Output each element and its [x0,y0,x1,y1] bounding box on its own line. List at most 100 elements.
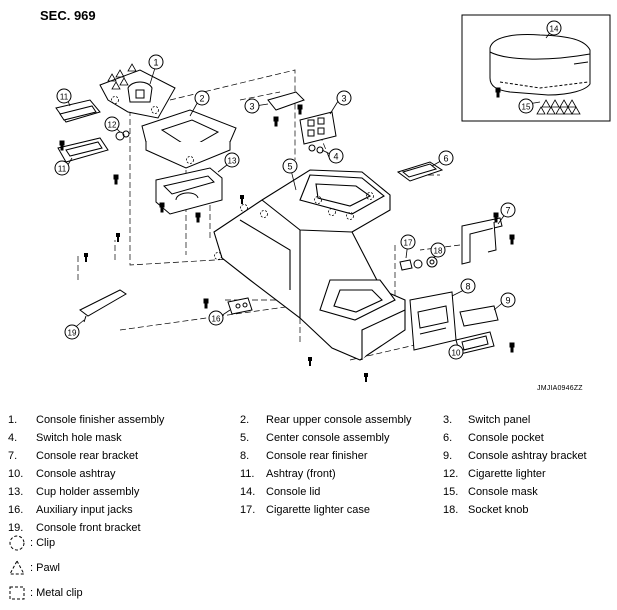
lighter-case [399,256,438,271]
cup-holder [155,167,223,223]
part-label: Console lid [266,486,321,498]
aux-input-jacks [203,297,253,315]
parts-legend: 1. Console finisher assembly 2. Rear upper … [0,410,617,610]
callout-label: 12 [108,121,117,130]
callout-9: 9 [500,292,516,308]
callout-5: 5 [282,158,298,174]
part-number: 17. [240,504,256,516]
callout-15: 15 [518,98,534,114]
symbol-metal-clip: : Metal clip [8,584,83,602]
part-number: 3. [443,414,453,426]
part-label: Ashtray (front) [266,468,336,480]
console-lid-inset [461,14,611,122]
part-label: Center console assembly [266,432,390,444]
part-number: 10. [8,468,24,480]
part-number: 13. [8,486,24,498]
console-ashtray [455,305,515,355]
part-label: Auxiliary input jacks [36,504,133,516]
part-number: 8. [240,450,250,462]
figure-code: JMJIA0946ZZ [537,385,583,392]
callout-8: 8 [460,278,476,294]
callout-11: 11 [56,88,72,104]
symbol-label: : Pawl [30,562,60,574]
part-label: Cup holder assembly [36,486,140,498]
part-number: 9. [443,450,453,462]
part-number: 16. [8,504,24,516]
part-label: Console rear finisher [266,450,368,462]
part-label: Console ashtray [36,468,116,480]
part-label: Rear upper console assembly [266,414,412,426]
callout-14: 14 [546,20,562,36]
symbol-label: : Metal clip [30,587,83,599]
part-number: 4. [8,432,18,444]
console-finisher [99,63,176,119]
metal-clip-icon [8,586,26,600]
callout-label: 15 [522,103,531,112]
callout-label: 16 [212,315,221,324]
rear-upper-console [141,109,237,169]
callout-3: 3 [336,90,352,106]
callout-label: 6 [443,154,448,164]
callout-2: 2 [194,90,210,106]
part-label: Switch hole mask [36,432,122,444]
part-number: 5. [240,432,250,444]
part-label: Console pocket [468,432,544,444]
callout-label: 9 [505,296,510,306]
part-label: Console finisher assembly [36,414,165,426]
callout-label: 7 [505,206,510,216]
part-label: Socket knob [468,504,529,516]
section-title: SEC. 969 [40,8,96,23]
callout-label: 10 [452,349,461,358]
callout-17: 17 [400,234,416,250]
callout-16: 16 [208,310,224,326]
part-label: Switch panel [468,414,531,426]
callout-1: 1 [148,54,164,70]
part-number: 2. [240,414,250,426]
callout-10: 10 [448,344,464,360]
callout-label: 13 [228,157,237,166]
callout-7: 7 [500,202,516,218]
callout-label: 3 [249,102,254,112]
part-number: 12. [443,468,459,480]
callout-label: 14 [550,25,559,34]
part-number: 18. [443,504,459,516]
symbol-label: : Clip [30,537,56,549]
callout-12: 12 [104,116,120,132]
ashtray-front [55,99,119,185]
part-number: 19. [8,522,24,534]
part-label: Console mask [468,486,538,498]
callout-label: 19 [68,329,77,338]
part-number: 1. [8,414,18,426]
callout-label: 1 [153,58,158,68]
callout-label: 18 [434,247,443,256]
switch-hole-mask [308,144,324,154]
callout-4: 4 [328,148,344,164]
callout-label: 2 [199,94,204,104]
callout-13: 13 [224,152,240,168]
callout-label: 4 [333,152,338,162]
part-number: 14. [240,486,256,498]
callout-3: 3 [244,98,260,114]
callout-label: 3 [341,94,346,104]
callout-label: 5 [287,162,292,172]
cigarette-lighter [115,130,130,141]
part-number: 7. [8,450,18,462]
part-label: Cigarette lighter [468,468,546,480]
clip-icon [8,535,26,551]
switch-panel [267,91,337,145]
console-front-bracket [79,289,127,323]
part-label: Console front bracket [36,522,141,534]
console-pocket [396,161,444,182]
part-label: Console rear bracket [36,450,139,462]
callout-label: 11 [58,165,67,174]
callout-label: 17 [404,239,413,248]
callout-19: 19 [64,324,80,340]
callout-11: 11 [54,160,70,176]
callout-18: 18 [430,242,446,258]
part-label: Console ashtray bracket [468,450,587,462]
part-number: 6. [443,432,453,444]
part-number: 11. [240,468,255,480]
console-rear-bracket [461,212,515,265]
pawl-icon [8,559,26,575]
